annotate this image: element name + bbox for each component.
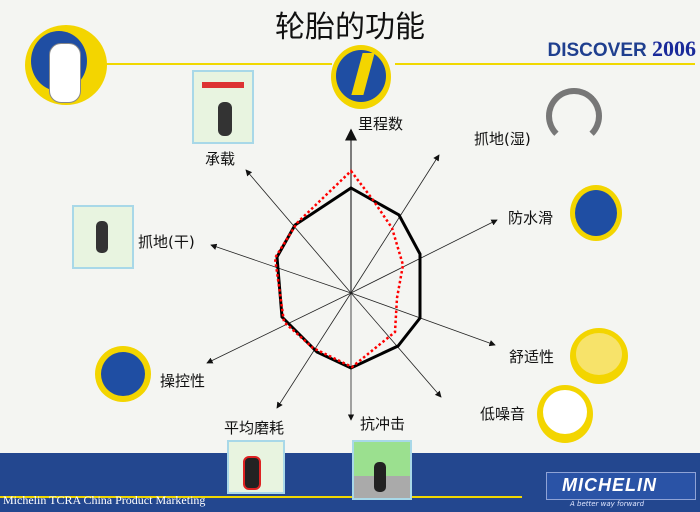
- axis-label-low-noise: 低噪音: [480, 405, 526, 423]
- axis-label-dry-grip: 抓地(干): [138, 233, 195, 251]
- axis-arrow: [350, 292, 442, 398]
- dry-grip-picture: [72, 205, 134, 269]
- footer-text: Michelin TCRA China Product Marketing: [3, 493, 206, 507]
- axis-label-wear: 平均磨耗: [224, 419, 285, 437]
- comfort-badge: [570, 328, 628, 384]
- axis-label-comfort: 舒适性: [509, 348, 555, 366]
- michelin-tagline: A better way forward: [570, 500, 645, 508]
- series-solid-black-polygon: [275, 186, 422, 370]
- wet-grip-picture: [540, 70, 602, 155]
- axis-arrow: [350, 219, 498, 294]
- load-weightlifter-picture: [192, 70, 254, 144]
- axis-arrow: [350, 292, 496, 347]
- axis-label-mileage: 里程数: [358, 115, 404, 133]
- axis-arrow: [206, 292, 352, 364]
- michelin-logo-text: MICHELIN: [562, 475, 657, 495]
- discover-2006-logo: DISCOVER 2006: [547, 36, 696, 61]
- impact-picture: [352, 440, 412, 500]
- axis-arrow: [245, 169, 352, 294]
- mileage-road-badge: [331, 45, 391, 109]
- axis-label-wet-grip: 抓地(湿): [474, 130, 531, 148]
- silent-badge: [537, 385, 593, 443]
- footer-line: [0, 496, 522, 498]
- axis-label-aquaplaning: 防水滑: [508, 209, 554, 227]
- bibendum-running-badge: [25, 25, 107, 105]
- aquaplaning-badge: [570, 185, 622, 241]
- wear-picture: [227, 440, 285, 494]
- michelin-logo: [546, 472, 696, 500]
- series-dotted-red-polygon: [273, 169, 405, 369]
- axis-arrow: [350, 154, 440, 294]
- handling-badge: [95, 346, 151, 402]
- page-title: 轮胎的功能: [275, 10, 425, 45]
- header-line-left: [100, 63, 332, 65]
- axis-label-load: 承载: [205, 150, 236, 168]
- axis-arrow: [210, 243, 352, 294]
- axis-label-handling: 操控性: [160, 372, 206, 390]
- header-line-right: [395, 63, 695, 65]
- axis-label-impact: 抗冲击: [360, 415, 406, 433]
